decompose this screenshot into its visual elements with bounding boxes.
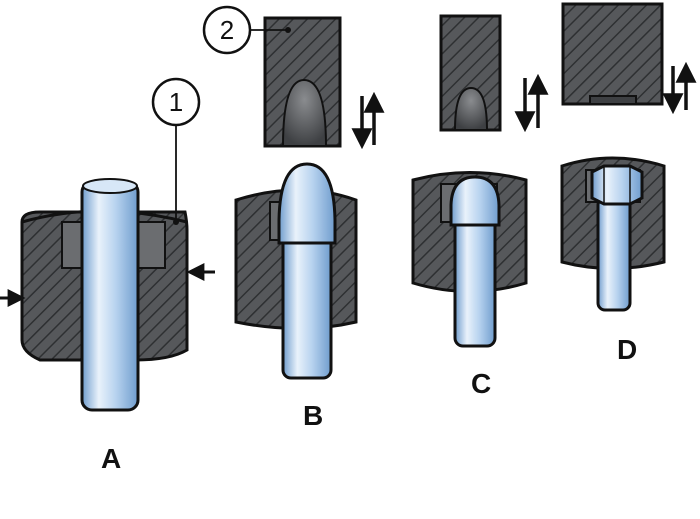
step-label-d: D bbox=[617, 334, 638, 365]
step-label-c: C bbox=[471, 368, 492, 399]
callout-2: 2 bbox=[202, 5, 288, 55]
callout-1-number: 1 bbox=[169, 87, 183, 117]
press-arrows-b bbox=[351, 91, 385, 150]
stage-d bbox=[560, 2, 697, 312]
stage-a bbox=[0, 178, 215, 412]
callout-1: 1 bbox=[151, 77, 201, 225]
step-label-b: B bbox=[303, 400, 324, 431]
pin-a bbox=[80, 178, 140, 412]
pin-c bbox=[449, 175, 501, 348]
bolt-d bbox=[590, 164, 644, 312]
die-upper-d bbox=[561, 2, 664, 106]
die-upper-c bbox=[439, 14, 502, 132]
stage-b bbox=[234, 16, 385, 380]
step-label-a: A bbox=[101, 443, 122, 474]
callout-2-number: 2 bbox=[220, 15, 234, 45]
press-arrows-d bbox=[662, 61, 697, 115]
press-arrows-c bbox=[514, 73, 549, 133]
stage-c bbox=[411, 14, 549, 348]
die-upper-b bbox=[263, 16, 342, 148]
pin-b bbox=[277, 162, 337, 380]
